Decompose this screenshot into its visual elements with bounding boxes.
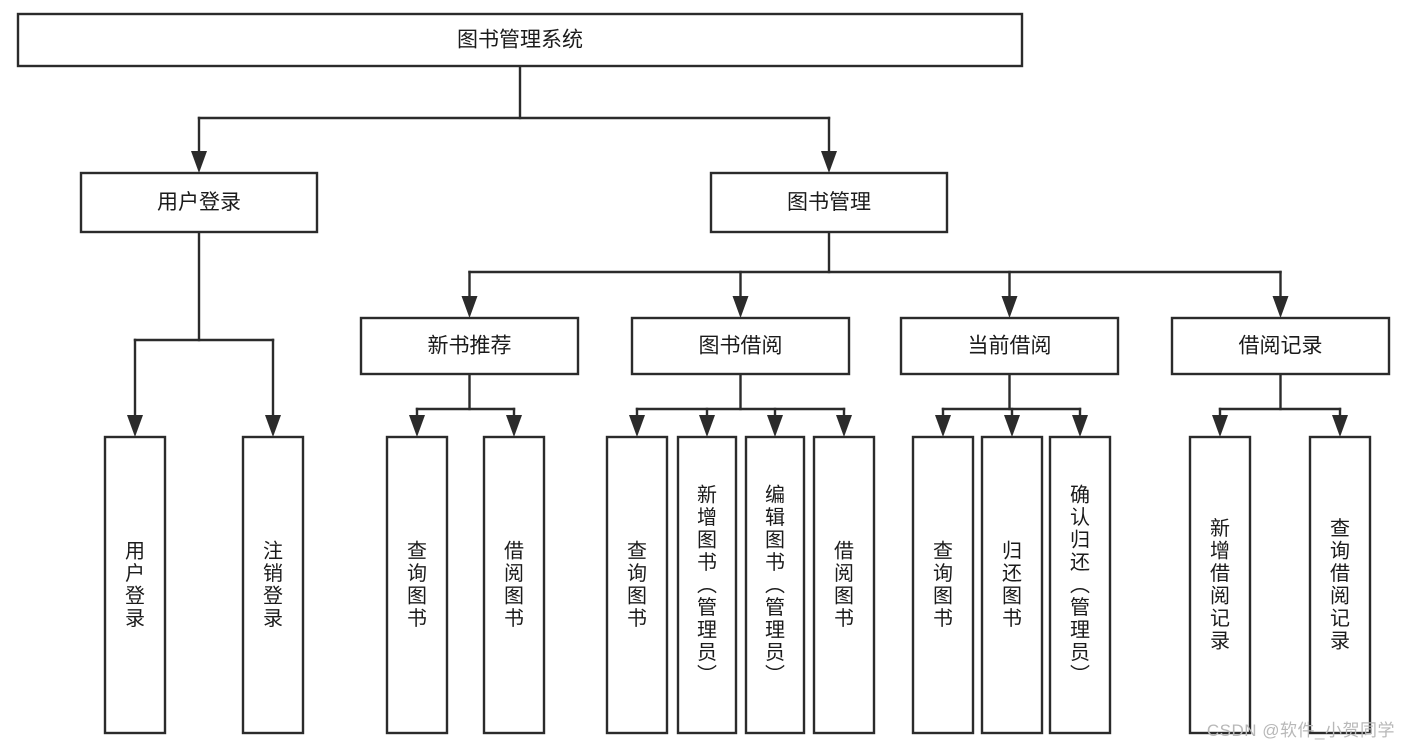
arrow-head-icon: [1072, 415, 1088, 437]
connectors-layer: [127, 64, 1348, 437]
node-用户登录[interactable]: 用户登录: [103, 435, 167, 735]
arrow-head-icon: [699, 415, 715, 437]
node-编辑图书管理员[interactable]: 编辑图书︵管理员︶: [744, 435, 806, 735]
node-box[interactable]: [899, 316, 1120, 376]
node-label: 查询图书: [407, 540, 427, 631]
node-box[interactable]: [1188, 435, 1252, 735]
node-借阅图书[interactable]: 借阅图书: [812, 435, 876, 735]
arrow-head-icon: [836, 415, 852, 437]
node-查询图书[interactable]: 查询图书: [605, 435, 669, 735]
node-label: 查询图书: [933, 540, 953, 631]
arrow-head-icon: [265, 415, 281, 437]
node-box[interactable]: [980, 435, 1044, 735]
arrow-head-icon: [127, 415, 143, 437]
node-图书管理系统[interactable]: 图书管理系统: [16, 12, 1024, 68]
node-借阅图书[interactable]: 借阅图书: [482, 435, 546, 735]
node-box[interactable]: [1170, 316, 1391, 376]
node-label: 归还图书: [1002, 540, 1022, 631]
node-box[interactable]: [79, 171, 319, 234]
node-box[interactable]: [911, 435, 975, 735]
nodes-layer: 图书管理系统用户登录图书管理新书推荐图书借阅当前借阅借阅记录用户登录注销登录查询…: [16, 12, 1391, 735]
node-box[interactable]: [744, 435, 806, 735]
arrow-head-icon: [1272, 296, 1289, 318]
node-图书管理[interactable]: 图书管理: [709, 171, 949, 234]
node-新增图书管理员[interactable]: 新增图书︵管理员︶: [676, 435, 738, 735]
arrow-head-icon: [191, 151, 207, 173]
node-box[interactable]: [241, 435, 305, 735]
node-查询借阅记录[interactable]: 查询借阅记录: [1308, 435, 1372, 735]
node-当前借阅[interactable]: 当前借阅: [899, 316, 1120, 376]
arrow-head-icon: [461, 296, 478, 318]
node-box[interactable]: [359, 316, 580, 376]
node-图书借阅[interactable]: 图书借阅: [630, 316, 851, 376]
node-label: 借阅记录: [1239, 335, 1323, 358]
node-label: 编辑图书︵管理员︶: [765, 483, 785, 686]
arrow-head-icon: [1332, 415, 1348, 437]
arrow-head-icon: [1001, 296, 1018, 318]
node-label: 用户登录: [157, 191, 241, 214]
node-注销登录[interactable]: 注销登录: [241, 435, 305, 735]
node-box[interactable]: [1048, 435, 1112, 735]
node-label: 图书管理: [787, 191, 871, 214]
arrow-head-icon: [1212, 415, 1228, 437]
node-归还图书[interactable]: 归还图书: [980, 435, 1044, 735]
node-新书推荐[interactable]: 新书推荐: [359, 316, 580, 376]
node-查询图书[interactable]: 查询图书: [385, 435, 449, 735]
node-label: 图书管理系统: [457, 29, 583, 52]
arrow-head-icon: [821, 151, 837, 173]
node-box[interactable]: [709, 171, 949, 234]
node-box[interactable]: [103, 435, 167, 735]
arrow-head-icon: [732, 296, 749, 318]
node-确认归还管理员[interactable]: 确认归还︵管理员︶: [1048, 435, 1112, 735]
node-box[interactable]: [676, 435, 738, 735]
node-label: 查询借阅记录: [1330, 517, 1350, 653]
arrow-head-icon: [409, 415, 425, 437]
node-box[interactable]: [385, 435, 449, 735]
node-box[interactable]: [605, 435, 669, 735]
node-label: 确认归还︵管理员︶: [1070, 483, 1090, 686]
node-查询图书[interactable]: 查询图书: [911, 435, 975, 735]
node-box[interactable]: [630, 316, 851, 376]
node-label: 查询图书: [627, 540, 647, 631]
node-box[interactable]: [482, 435, 546, 735]
node-label: 借阅图书: [834, 540, 854, 631]
node-label: 当前借阅: [968, 335, 1052, 358]
arrow-head-icon: [935, 415, 951, 437]
node-新增借阅记录[interactable]: 新增借阅记录: [1188, 435, 1252, 735]
node-label: 新书推荐: [428, 335, 512, 358]
node-label: 注销登录: [263, 540, 283, 631]
node-label: 新增图书︵管理员︶: [697, 483, 717, 686]
arrow-head-icon: [1004, 415, 1020, 437]
node-借阅记录[interactable]: 借阅记录: [1170, 316, 1391, 376]
node-box[interactable]: [812, 435, 876, 735]
node-box[interactable]: [16, 12, 1024, 68]
node-box[interactable]: [1308, 435, 1372, 735]
node-label: 用户登录: [125, 541, 145, 631]
node-用户登录[interactable]: 用户登录: [79, 171, 319, 234]
arrow-head-icon: [506, 415, 522, 437]
node-label: 图书借阅: [699, 335, 783, 358]
arrow-head-icon: [629, 415, 645, 437]
node-label: 借阅图书: [504, 540, 524, 631]
arrow-head-icon: [767, 415, 783, 437]
node-label: 新增借阅记录: [1210, 517, 1230, 653]
